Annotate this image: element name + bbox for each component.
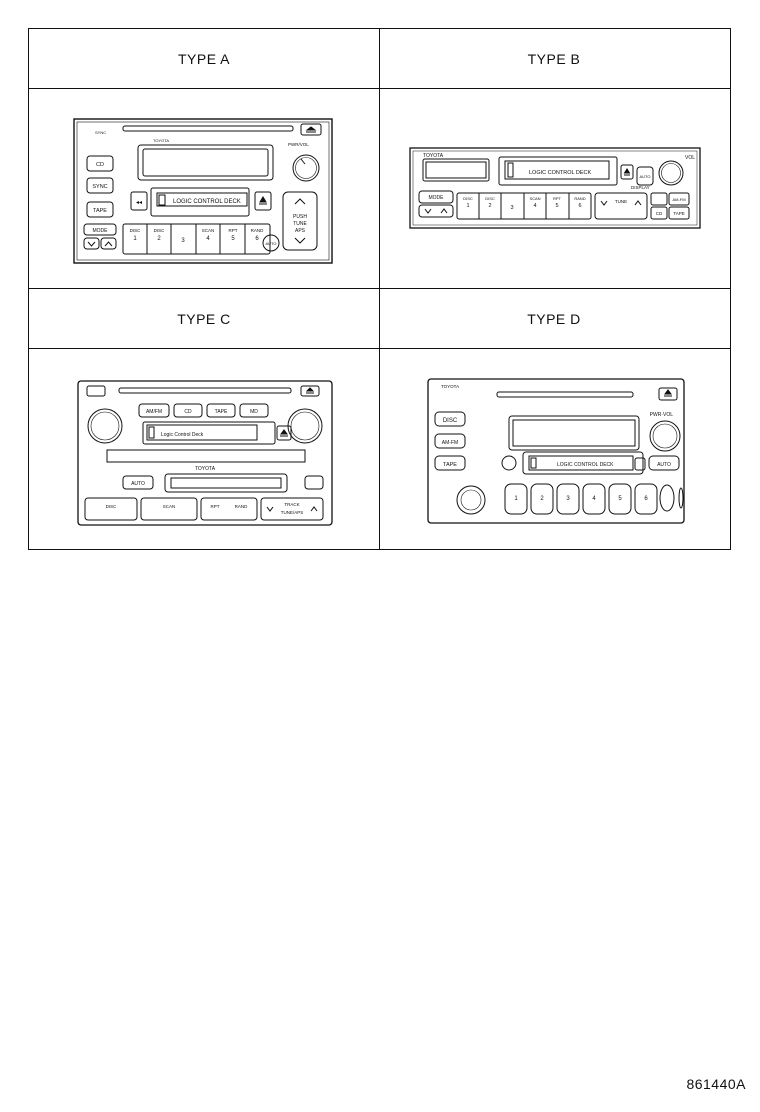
rand-label: RAND [235, 504, 249, 509]
preset-2: 2 [157, 236, 161, 242]
svg-text:SYNC: SYNC [95, 130, 106, 135]
type-c-header: TYPE C [177, 311, 231, 327]
tape-button: TAPE [443, 462, 457, 468]
disc-label: DISC [130, 228, 142, 233]
pwr-vol-label: PWR·VOL [650, 412, 674, 418]
rpt-label: RPT [211, 504, 220, 509]
svg-text:PUSH: PUSH [293, 214, 307, 220]
preset-4: 4 [592, 496, 596, 502]
preset-3: 3 [510, 205, 513, 211]
column-divider [379, 29, 380, 549]
type-c-radio: AM/FM CD TAPE MD Logic Control Deck TOYO… [77, 380, 333, 531]
display-label: DISPLAY [631, 185, 650, 190]
mode-button: MODE [93, 228, 109, 234]
preset-4: 4 [533, 203, 536, 209]
track-label: TRACK [284, 502, 299, 507]
preset-1: 1 [133, 236, 137, 242]
auto-button: AUTO [639, 174, 650, 179]
tape-button: TAPE [93, 208, 107, 214]
brand-label: TOYOTA [423, 153, 444, 159]
deck-label: LOGIC CONTROL DECK [529, 170, 591, 176]
preset-5: 5 [618, 496, 622, 502]
type-a-header: TYPE A [177, 51, 231, 67]
diagram-id: 861440A [686, 1076, 746, 1092]
cd-button: CD [184, 409, 192, 415]
rpt-label: RPT [553, 196, 562, 201]
type-a-radio: SYNC TOYOTA PWR/VOL CD SYNC TAPE ◂◂ LOGI… [73, 118, 333, 269]
deck-label: LOGIC CONTROL DECK [173, 199, 241, 205]
auto-button: AUTO [131, 481, 145, 487]
deck-label: LOGIC CONTROL DECK [557, 462, 614, 468]
rpt-label: RPT [229, 228, 238, 233]
brand-label: TOYOTA [441, 384, 459, 389]
tune-label: TUNE [615, 199, 627, 204]
mode-button: MODE [429, 195, 445, 201]
amfm-button: AM/FM [146, 409, 162, 415]
type-b-radio: TOYOTA LOGIC CONTROL DECK AUTO VOL DISPL… [409, 147, 701, 234]
preset-6: 6 [255, 236, 259, 242]
tune-label: TUNE/APS [281, 510, 304, 515]
amfm-button: AM-FM [672, 197, 685, 202]
type-d-radio: TOYOTA PWR·VOL DISC AM-FM TAPE LOGIC CON… [427, 378, 685, 529]
tape-button: TAPE [673, 211, 684, 216]
preset-6: 6 [578, 203, 581, 209]
sync-button: SYNC [92, 184, 107, 190]
preset-2: 2 [540, 496, 544, 502]
preset-5: 5 [555, 203, 558, 209]
preset-3: 3 [566, 496, 570, 502]
disc-label: DISC [485, 196, 495, 201]
preset-4: 4 [206, 236, 210, 242]
cd-button: CD [656, 211, 663, 216]
deck-label: Logic Control Deck [161, 432, 204, 438]
scan-label: SCAN [202, 228, 215, 233]
tape-button: TAPE [215, 409, 228, 415]
type-b-header: TYPE B [527, 51, 581, 67]
preset-6: 6 [644, 496, 648, 502]
preset-1: 1 [514, 496, 518, 502]
preset-1: 1 [466, 203, 469, 209]
rand-label: RAND [574, 196, 585, 201]
auto-button: AUTO [657, 462, 671, 468]
pwr-vol-label: PWR/VOL [288, 142, 309, 147]
auto-button: AUTO [265, 241, 276, 246]
scan-label: SCAN [163, 504, 176, 509]
disc-label: DISC [154, 228, 166, 233]
brand-label: TOYOTA [153, 138, 169, 143]
disc-button: DISC [443, 418, 458, 424]
type-d-header: TYPE D [527, 311, 581, 327]
brand-label: TOYOTA [195, 466, 216, 472]
disc-label: DISC [106, 504, 118, 509]
amfm-button: AM-FM [442, 440, 458, 446]
cd-button: CD [96, 162, 104, 168]
preset-2: 2 [488, 203, 491, 209]
md-button: MD [250, 409, 258, 415]
vol-label: VOL [685, 155, 695, 161]
disc-label: DISC [463, 196, 473, 201]
tune-label: TUNE [293, 221, 307, 227]
scan-label: SCAN [529, 196, 540, 201]
svg-text:APS: APS [295, 228, 306, 234]
svg-text:◂◂: ◂◂ [136, 200, 142, 206]
preset-5: 5 [231, 236, 235, 242]
preset-3: 3 [181, 238, 185, 244]
rand-label: RAND [251, 228, 265, 233]
type-table: TYPE A TYPE B TYPE C TYPE D SYNC TOYOTA … [28, 28, 731, 550]
